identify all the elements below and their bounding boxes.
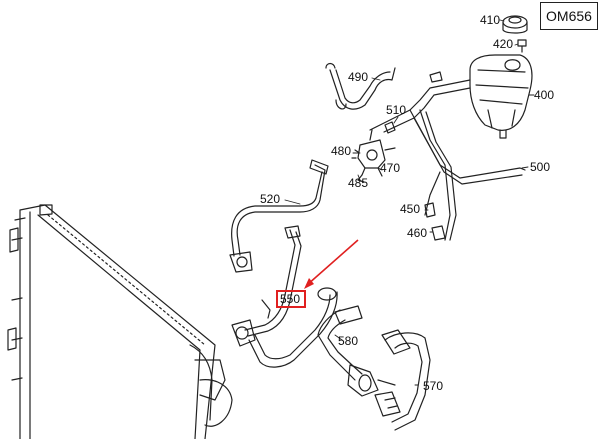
part-label-520: 520 — [260, 192, 281, 206]
fittings — [424, 202, 446, 241]
highlight-arrow — [304, 239, 359, 289]
reservoir-cap — [502, 15, 528, 34]
part-label-550: 550 — [280, 292, 301, 306]
coolant-reservoir — [469, 54, 533, 139]
part-label-580: 580 — [338, 334, 359, 348]
part-label-485: 485 — [348, 176, 369, 190]
hose-500 — [369, 79, 526, 241]
hose-580 — [317, 305, 396, 397]
part-label-490: 490 — [348, 70, 369, 84]
radiator — [7, 204, 233, 440]
hose-520 — [229, 159, 329, 273]
part-label-460: 460 — [407, 226, 428, 240]
part-label-400: 400 — [534, 88, 555, 102]
hose-570 — [374, 329, 431, 431]
part-label-420: 420 — [493, 37, 514, 51]
hose-490 — [325, 62, 443, 110]
part-label-450: 450 — [400, 202, 421, 216]
part-label-410: 410 — [480, 13, 501, 27]
leader-lines — [284, 19, 535, 386]
hose-550 — [231, 225, 338, 368]
engine-code-label: OM656 — [540, 2, 598, 30]
bolt — [517, 39, 527, 53]
part-label-500: 500 — [530, 160, 551, 174]
part-label-470: 470 — [380, 161, 401, 175]
highlight-box — [276, 290, 306, 308]
part-label-570: 570 — [423, 379, 444, 393]
part-label-510: 510 — [386, 103, 407, 117]
valve-assembly — [351, 121, 396, 183]
part-label-480: 480 — [331, 144, 352, 158]
